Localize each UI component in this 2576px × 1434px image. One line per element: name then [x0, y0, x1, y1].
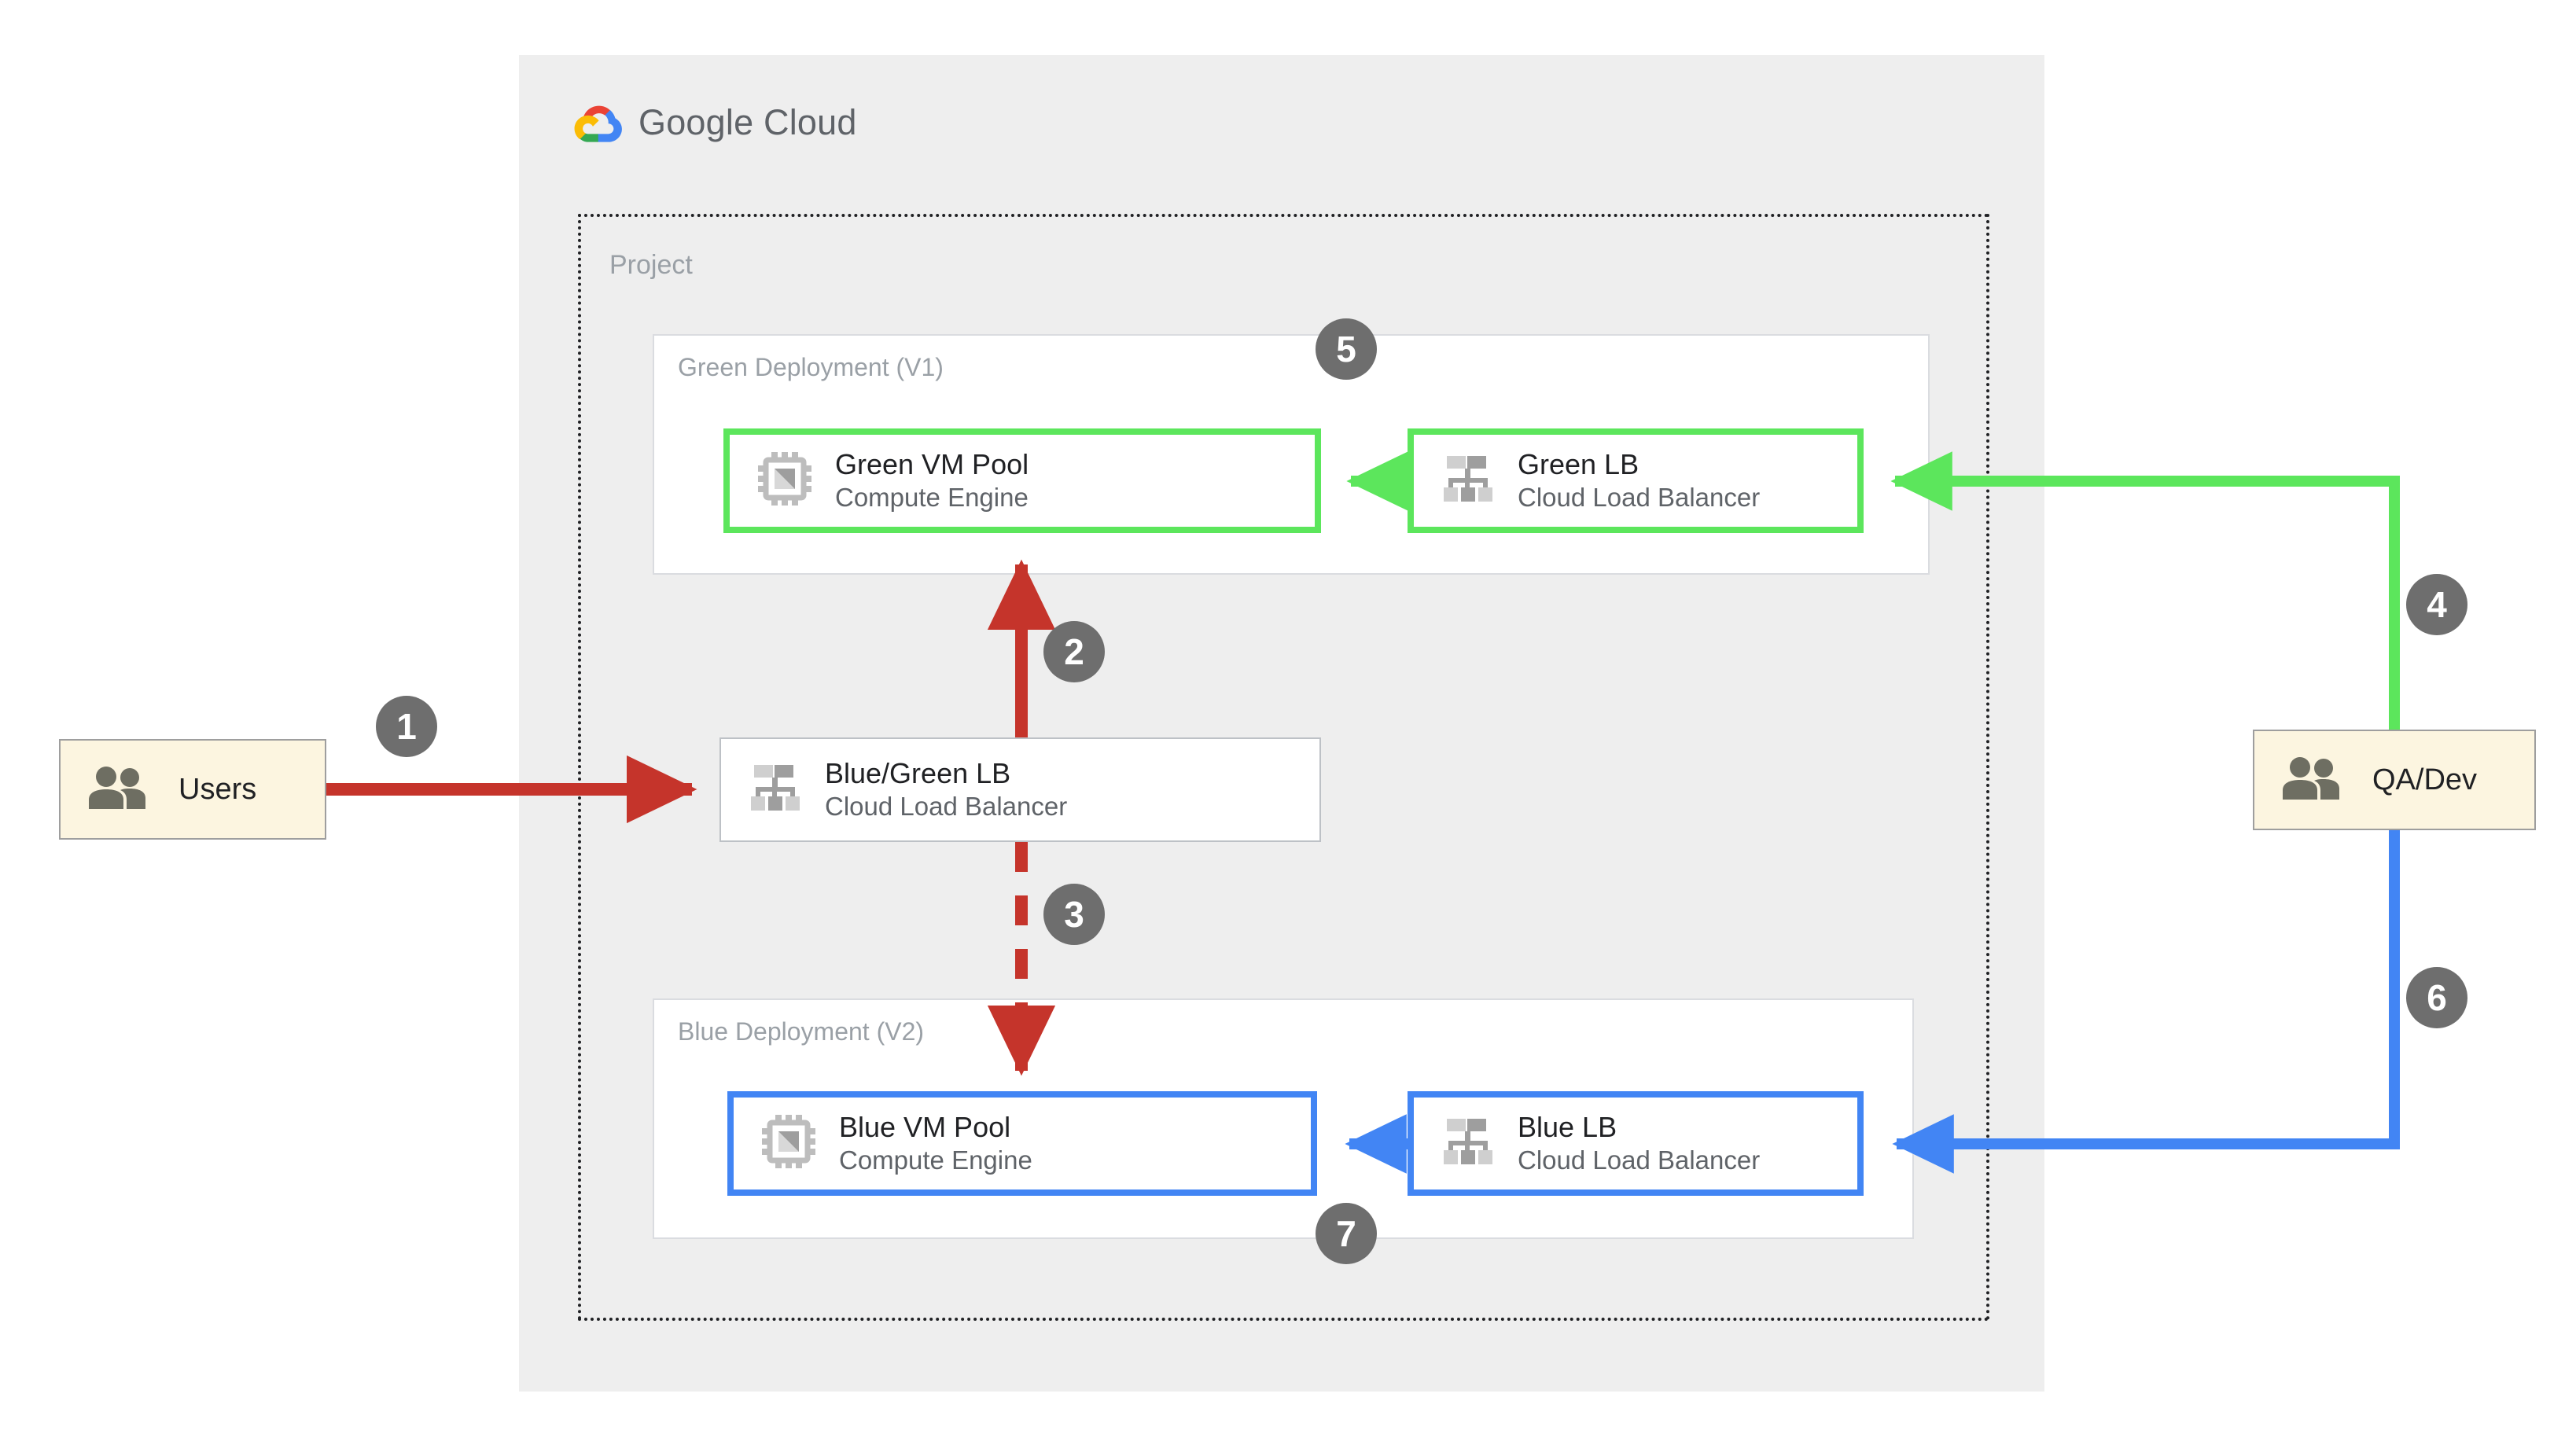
blue-deployment-label: Blue Deployment (V2)	[678, 1017, 925, 1046]
node-users-label: Users	[178, 772, 257, 806]
compute-engine-icon	[756, 450, 813, 511]
node-blue-lb[interactable]: Blue LB Cloud Load Balancer	[1408, 1091, 1864, 1196]
project-label: Project	[609, 250, 693, 280]
project-boundary	[578, 214, 1989, 1321]
wordmark-cloud: Cloud	[764, 102, 857, 142]
node-blue-vm-pool-label: Blue VM Pool	[839, 1111, 1011, 1144]
node-green-vm-pool-label: Green VM Pool	[835, 448, 1029, 481]
step-badge-5: 5	[1316, 318, 1377, 380]
node-green-lb-label: Green LB	[1518, 448, 1639, 481]
node-bluegreen-lb[interactable]: Blue/Green LB Cloud Load Balancer	[719, 737, 1321, 842]
load-balancer-icon	[748, 763, 803, 816]
google-cloud-header: Google Cloud	[574, 101, 857, 145]
node-blue-lb-service: Cloud Load Balancer	[1518, 1145, 1761, 1175]
node-green-vm-pool[interactable]: Green VM Pool Compute Engine	[723, 428, 1321, 533]
google-cloud-logo-icon	[574, 105, 622, 142]
load-balancer-icon	[1441, 1117, 1496, 1170]
load-balancer-icon	[1441, 454, 1496, 507]
node-blue-lb-label: Blue LB	[1518, 1111, 1617, 1144]
node-green-vm-pool-service: Compute Engine	[835, 483, 1029, 513]
wordmark-google: Google	[638, 102, 754, 142]
node-bluegreen-lb-label: Blue/Green LB	[825, 757, 1011, 790]
node-blue-vm-pool-service: Compute Engine	[839, 1145, 1032, 1175]
node-qadev-label: QA/Dev	[2372, 763, 2478, 796]
node-green-lb-service: Cloud Load Balancer	[1518, 483, 1761, 513]
step-badge-2: 2	[1043, 621, 1105, 682]
step-badge-6: 6	[2406, 967, 2467, 1028]
step-badge-7: 7	[1316, 1203, 1377, 1264]
node-blue-vm-pool[interactable]: Blue VM Pool Compute Engine	[727, 1091, 1317, 1196]
compute-engine-icon	[760, 1113, 817, 1174]
green-deployment-label: Green Deployment (V1)	[678, 353, 944, 381]
step-badge-3: 3	[1043, 884, 1105, 945]
node-green-lb[interactable]: Green LB Cloud Load Balancer	[1408, 428, 1864, 533]
users-icon	[2281, 756, 2346, 805]
step-badge-1: 1	[376, 696, 437, 757]
step-badge-4: 4	[2406, 574, 2467, 635]
users-icon	[87, 765, 152, 814]
node-bluegreen-lb-service: Cloud Load Balancer	[825, 792, 1068, 822]
node-qadev[interactable]: QA/Dev	[2253, 730, 2536, 830]
node-users[interactable]: Users	[59, 739, 326, 840]
google-cloud-wordmark: Google Cloud	[638, 102, 857, 143]
